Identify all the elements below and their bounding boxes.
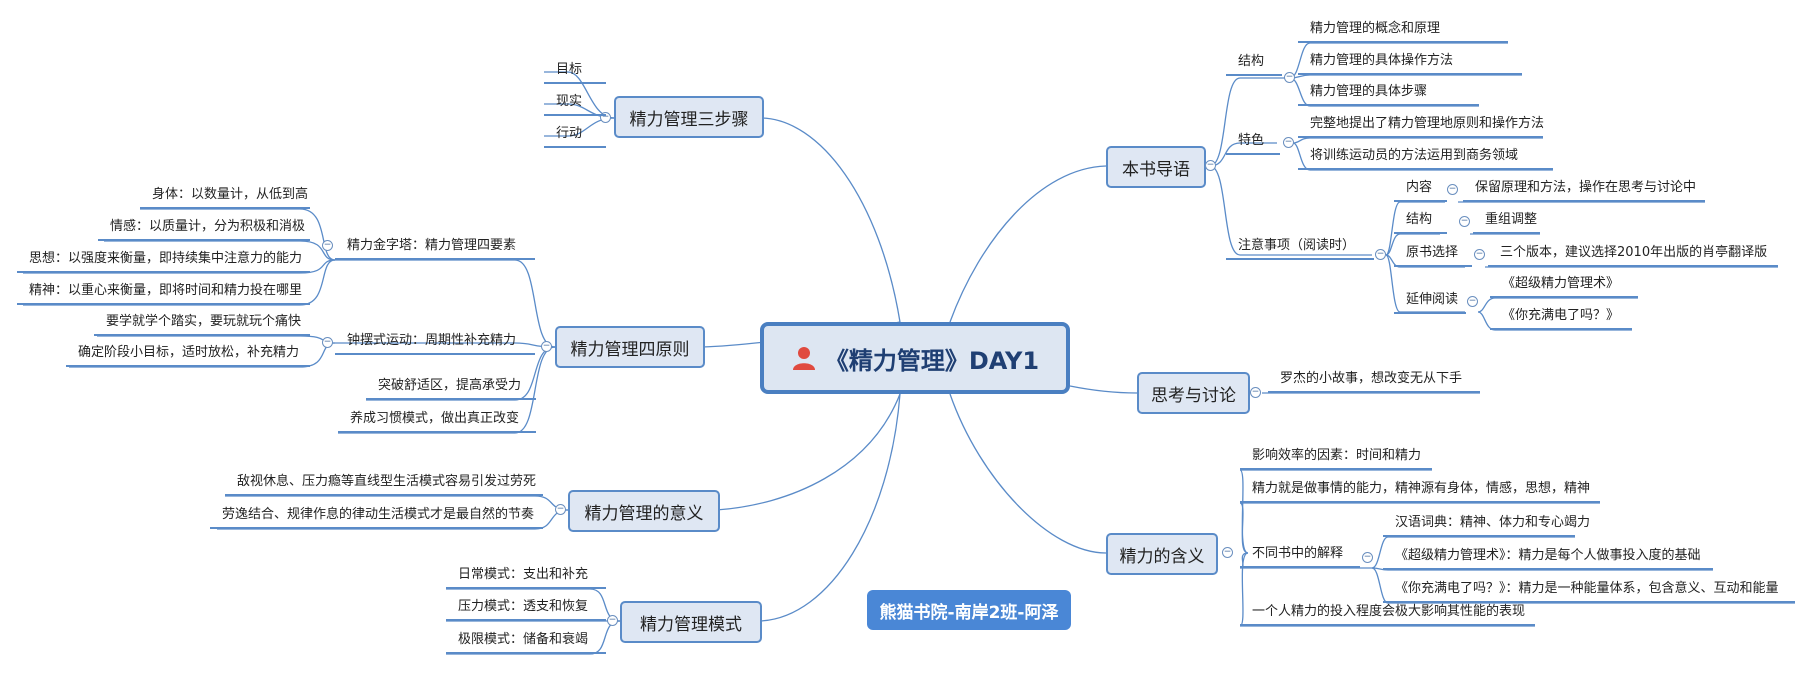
subtopic-features[interactable]: 特色 xyxy=(1226,129,1280,155)
leaf-structure-3[interactable]: 精力管理的具体步骤 xyxy=(1298,80,1479,106)
leaf-feature-1[interactable]: 完整地提出了精力管理地原则和操作方法 xyxy=(1298,112,1544,138)
topic-three-steps[interactable]: 精力管理三步骤 xyxy=(614,96,764,138)
collapse-toggle-icon[interactable]: − xyxy=(1447,184,1458,195)
notes-structure-label[interactable]: 结构 xyxy=(1394,208,1447,234)
topic-modes[interactable]: 精力管理模式 xyxy=(620,601,762,643)
topic-label: 精力管理三步骤 xyxy=(629,109,749,130)
collapse-toggle-icon[interactable]: − xyxy=(600,112,611,123)
collapse-toggle-icon[interactable]: − xyxy=(1459,216,1470,227)
collapse-toggle-icon[interactable]: − xyxy=(322,240,333,251)
leaf-body[interactable]: 身体：以数量计，从低到高 xyxy=(140,183,310,209)
notes-structure-value[interactable]: 重组调整 xyxy=(1473,208,1540,234)
topic-four-principles[interactable]: 精力管理四原则 xyxy=(555,326,705,368)
subtopic-books[interactable]: 不同书中的解释 xyxy=(1240,542,1360,568)
leaf-spirit[interactable]: 精神：以重心来衡量，即将时间和精力投在哪里 xyxy=(17,279,310,305)
subtopic-habit[interactable]: 养成习惯模式，做出真正改变 xyxy=(338,407,536,433)
leaf-goal[interactable]: 目标 xyxy=(544,58,606,84)
leaf-structure-1[interactable]: 精力管理的概念和原理 xyxy=(1298,17,1508,43)
leaf-stage-goal[interactable]: 确定阶段小目标，适时放松，补充精力 xyxy=(66,341,310,367)
notes-extended-label[interactable]: 延伸阅读 xyxy=(1394,288,1466,314)
notes-extended-book-2[interactable]: 《你充满电了吗？》 xyxy=(1490,304,1632,330)
notes-edition-label[interactable]: 原书选择 xyxy=(1394,241,1472,267)
collapse-toggle-icon[interactable]: − xyxy=(1474,249,1485,260)
collapse-toggle-icon[interactable]: − xyxy=(1467,296,1478,307)
leaf-meaning-1[interactable]: 敌视休息、压力瘾等直线型生活模式容易引发过劳死 xyxy=(225,470,543,496)
leaf-feature-2[interactable]: 将训练运动员的方法运用到商务领域 xyxy=(1298,144,1553,170)
leaf-energy-impact[interactable]: 一个人精力的投入程度会极大影响其性能的表现 xyxy=(1240,600,1535,626)
collapse-toggle-icon[interactable]: − xyxy=(1362,552,1373,563)
collapse-toggle-icon[interactable]: − xyxy=(1284,72,1295,83)
leaf-energy-ability[interactable]: 精力就是做事情的能力，精神源有身体，情感，思想，精神 xyxy=(1240,477,1600,503)
leaf-mind[interactable]: 思想：以强度来衡量，即持续集中注意力的能力 xyxy=(17,247,310,273)
leaf-book-charged[interactable]: 《你充满电了吗？》：精力是一种能量体系，包含意义、互动和能量 xyxy=(1383,577,1795,603)
topic-label: 精力管理的意义 xyxy=(584,503,704,524)
topic-label: 精力管理四原则 xyxy=(570,339,690,360)
collapse-toggle-icon[interactable]: − xyxy=(541,341,552,352)
notes-content-label[interactable]: 内容 xyxy=(1394,176,1447,202)
collapse-toggle-icon[interactable]: − xyxy=(1222,547,1233,558)
leaf-mode-daily[interactable]: 日常模式：支出和补充 xyxy=(446,563,606,589)
leaf-action[interactable]: 行动 xyxy=(544,122,606,148)
leaf-book-super[interactable]: 《超级精力管理术》：精力是每个人做事投入度的基础 xyxy=(1383,544,1713,570)
credit-badge: 熊猫书院-南岸2班-阿泽 xyxy=(867,590,1071,630)
subtopic-pendulum[interactable]: 钟摆式运动：周期性补充精力 xyxy=(335,329,535,355)
collapse-toggle-icon[interactable]: − xyxy=(1283,137,1294,148)
central-topic[interactable]: 《精力管理》DAY1 xyxy=(760,322,1070,394)
leaf-mode-stress[interactable]: 压力模式：透支和恢复 xyxy=(446,595,606,621)
subtopic-comfort-zone[interactable]: 突破舒适区，提高承受力 xyxy=(366,374,536,400)
topic-label: 思考与讨论 xyxy=(1151,385,1236,406)
topic-label: 本书导语 xyxy=(1122,159,1190,180)
leaf-thinking-1[interactable]: 罗杰的小故事，想改变无从下手 xyxy=(1268,367,1480,393)
leaf-emotion[interactable]: 情感：以质量计，分为积极和消极 xyxy=(98,215,310,241)
collapse-toggle-icon[interactable]: − xyxy=(1205,160,1216,171)
topic-meaning[interactable]: 精力管理的意义 xyxy=(568,490,720,532)
leaf-mode-limit[interactable]: 极限模式：储备和衰竭 xyxy=(446,628,606,654)
notes-extended-book-1[interactable]: 《超级精力管理术》 xyxy=(1490,272,1638,298)
topic-label: 精力的含义 xyxy=(1119,546,1205,567)
collapse-toggle-icon[interactable]: − xyxy=(1250,387,1261,398)
leaf-structure-2[interactable]: 精力管理的具体操作方法 xyxy=(1298,49,1522,75)
collapse-toggle-icon[interactable]: − xyxy=(322,337,333,348)
topic-intro[interactable]: 本书导语 xyxy=(1106,146,1206,188)
leaf-study-play[interactable]: 要学就学个踏实，要玩就玩个痛快 xyxy=(94,310,310,336)
leaf-book-dictionary[interactable]: 汉语词典：精神、体力和专心竭力 xyxy=(1383,511,1590,537)
central-topic-title: 《精力管理》DAY1 xyxy=(824,346,1040,375)
collapse-toggle-icon[interactable]: − xyxy=(1375,249,1386,260)
leaf-efficiency-factor[interactable]: 影响效率的因素：时间和精力 xyxy=(1240,444,1432,470)
collapse-toggle-icon[interactable]: − xyxy=(555,504,566,515)
topic-label: 精力管理模式 xyxy=(640,614,742,635)
topic-energy-meaning[interactable]: 精力的含义 xyxy=(1106,533,1218,575)
leaf-reality[interactable]: 现实 xyxy=(544,90,606,116)
subtopic-structure[interactable]: 结构 xyxy=(1226,50,1282,76)
notes-edition-value[interactable]: 三个版本，建议选择2010年出版的肖亭翻译版 xyxy=(1488,241,1778,267)
notes-content-value[interactable]: 保留原理和方法，操作在思考与讨论中 xyxy=(1463,176,1705,202)
person-icon xyxy=(792,347,815,370)
subtopic-pyramid[interactable]: 精力金字塔：精力管理四要素 xyxy=(335,234,535,260)
leaf-meaning-2[interactable]: 劳逸结合、规律作息的律动生活模式才是最自然的节奏 xyxy=(210,503,543,529)
subtopic-notes[interactable]: 注意事项（阅读时） xyxy=(1226,234,1374,260)
collapse-toggle-icon[interactable]: − xyxy=(607,615,618,626)
topic-thinking[interactable]: 思考与讨论 xyxy=(1137,372,1250,414)
